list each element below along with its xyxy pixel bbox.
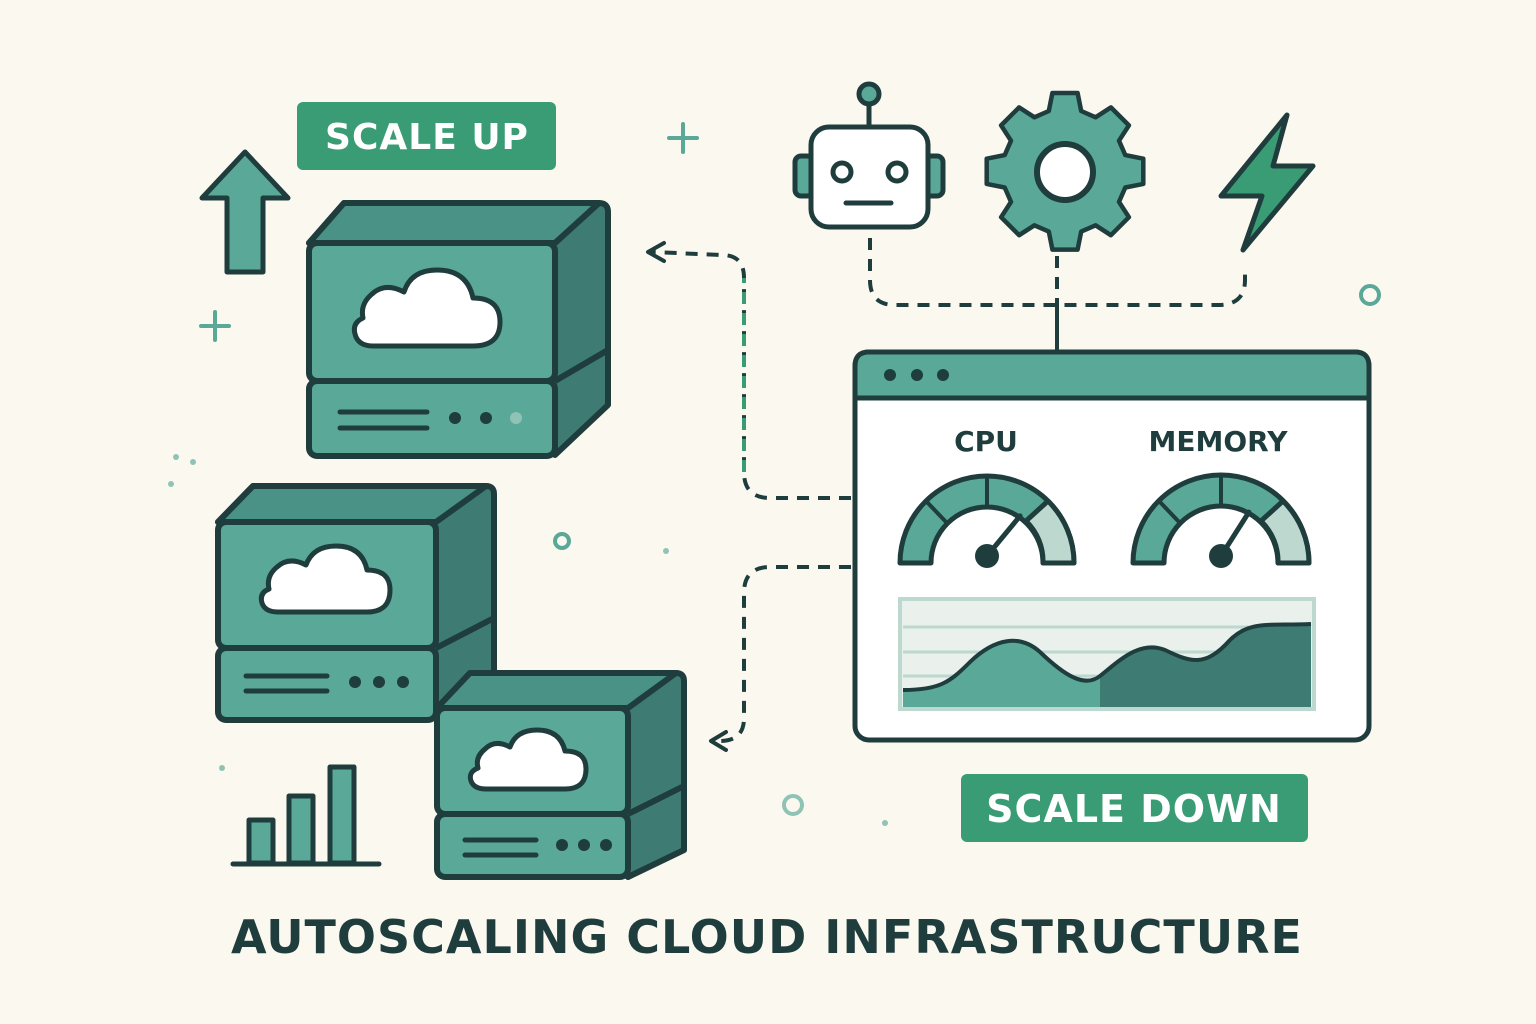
lightning-icon (1218, 112, 1316, 253)
server-box-top (306, 200, 611, 459)
circle-icon (782, 794, 804, 816)
usage-area-chart (898, 597, 1316, 711)
bar-chart-icon (230, 764, 382, 867)
diagram-title: AUTOSCALING CLOUD INFRASTRUCTURE (231, 910, 1303, 964)
dashed-connector-up (651, 250, 851, 500)
arrowhead-left (709, 730, 728, 752)
cpu-label: CPU (954, 425, 1018, 458)
server-box-middle (215, 483, 497, 723)
server-box-bottom (434, 670, 687, 880)
circle-icon (553, 532, 571, 550)
plus-icon (199, 310, 231, 342)
scale-down-badge: SCALE DOWN (961, 774, 1308, 842)
monitoring-window: CPU MEMORY (852, 349, 1372, 743)
cloud-icon (467, 727, 589, 792)
memory-gauge (1130, 472, 1312, 568)
cpu-gauge (897, 473, 1077, 568)
memory-label: MEMORY (1149, 425, 1289, 458)
arrow-up-icon (199, 149, 291, 275)
browser-dots-icon (884, 369, 949, 381)
dot-decoration (168, 454, 888, 826)
gear-icon (984, 90, 1146, 252)
plus-icon (667, 122, 699, 154)
circle-icon (1359, 284, 1381, 306)
arrowhead-left (646, 241, 666, 263)
cloud-icon (258, 543, 393, 615)
scale-up-label: SCALE UP (325, 117, 529, 158)
dashed-connector-top (868, 238, 1247, 307)
cloud-icon (351, 267, 503, 349)
scale-up-badge: SCALE UP (297, 102, 556, 170)
dashed-connector-down (719, 565, 851, 743)
robot-icon (792, 81, 946, 230)
scale-down-label: SCALE DOWN (986, 787, 1282, 831)
